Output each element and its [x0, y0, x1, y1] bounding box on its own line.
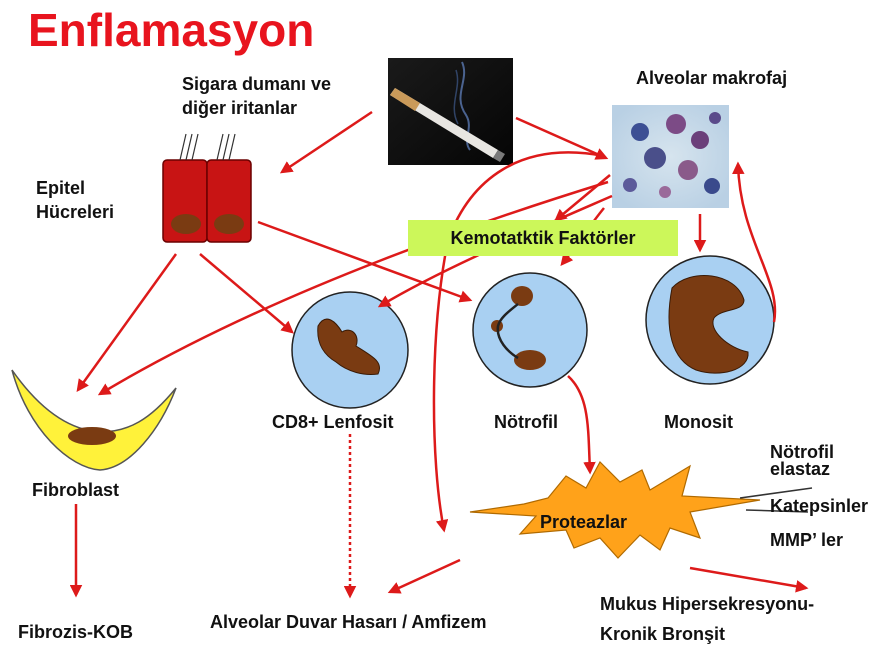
smoke-label-line1: Sigara dumanı ve [182, 74, 331, 95]
monocyte-label: Monosit [664, 412, 733, 433]
cd8-lymphocyte-cell [292, 292, 408, 408]
arrow-neutrophil-to-proteases [568, 376, 590, 472]
arrow-macrophage-to-chemotactic [556, 175, 610, 220]
neutrophil-cell [473, 273, 587, 387]
monocyte-cell [646, 256, 774, 384]
epithelial-cells [163, 134, 251, 242]
fibrosis-label: Fibrozis-KOB [18, 622, 133, 643]
proteases-burst [470, 462, 760, 558]
mucus-label-line1: Mukus Hipersekresyonu- [600, 594, 814, 615]
fibroblast-label: Fibroblast [32, 480, 119, 501]
arrow-proteases-to-damage [390, 560, 460, 592]
mmp-label: MMP’ ler [770, 530, 843, 551]
epithelial-label-line1: Epitel [36, 178, 85, 199]
cigarette-image [388, 58, 513, 165]
smoke-label-line2: diğer iritanlar [182, 98, 297, 119]
cathepsins-label: Katepsinler [770, 496, 868, 517]
arrow-proteases-to-mucus [690, 568, 806, 588]
chemotactic-factors-label: Kemotatktik Faktörler [408, 220, 678, 256]
macrophage-label: Alveolar makrofaj [636, 68, 787, 89]
neutrophil-label: Nötrofil [494, 412, 558, 433]
fibroblast-cell [12, 370, 176, 470]
page-title: Enflamasyon [28, 4, 314, 56]
epithelial-label-line2: Hücreleri [36, 202, 114, 223]
arrow-smoke-to-epithelial [282, 112, 372, 172]
arrow-epithelial-to-fibroblast [78, 254, 176, 390]
alveolar-damage-label: Alveolar Duvar Hasarı / Amfizem [210, 612, 486, 633]
macrophage-image [612, 105, 729, 208]
proteases-label: Proteazlar [540, 512, 627, 533]
cd8-label: CD8+ Lenfosit [272, 412, 394, 433]
arrow-epithelial-to-cd8 [200, 254, 292, 332]
elastase-label-line2: elastaz [770, 461, 830, 478]
mucus-label-line2: Kronik Bronşit [600, 624, 725, 645]
